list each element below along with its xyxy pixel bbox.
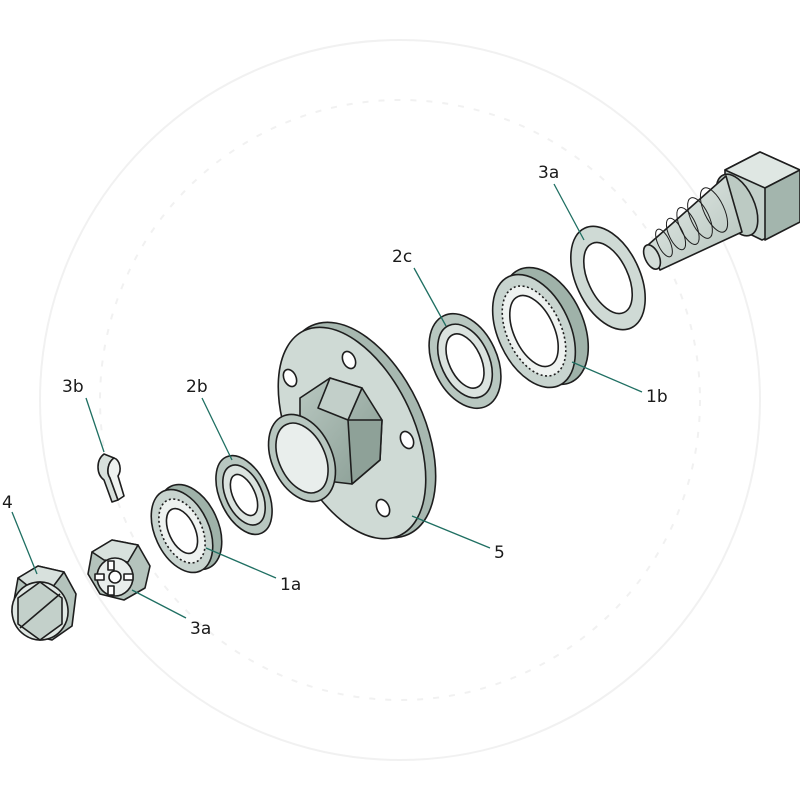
callout-labels: 4 3a 3b 1a 2b 5 2c 1b 3a <box>2 163 668 639</box>
leader-2b <box>201 397 233 461</box>
leader-lines <box>11 183 643 619</box>
leader-3b <box>85 397 105 453</box>
bearing-inner <box>491 266 590 389</box>
label-nut: 4 <box>2 493 13 513</box>
leader-3a-castle <box>131 589 187 619</box>
label-castle-nut: 3a <box>190 619 211 639</box>
leader-4 <box>11 511 38 575</box>
leader-1b <box>571 361 643 393</box>
label-hub: 5 <box>494 543 505 563</box>
leader-2c <box>413 267 447 327</box>
hub-nut <box>11 565 77 641</box>
castle-nut <box>87 539 151 601</box>
washer-right <box>570 225 646 331</box>
seal-outer <box>215 454 273 536</box>
seal-inner <box>428 312 502 410</box>
label-bearing-outer: 1a <box>280 575 301 595</box>
label-bearing-inner: 1b <box>646 387 668 407</box>
leader-5 <box>411 515 491 549</box>
cotter-pin <box>97 453 125 503</box>
label-seal-outer: 2b <box>186 377 208 397</box>
label-washer: 3a <box>538 163 559 183</box>
bearing-outer <box>150 483 223 574</box>
label-cotter-pin: 3b <box>62 377 84 397</box>
leader-1a <box>205 547 277 579</box>
leader-3a-washer <box>553 183 585 241</box>
background-rings <box>39 39 761 761</box>
wheel-hub <box>267 321 437 540</box>
spindle-shaft <box>642 151 800 271</box>
label-seal-inner: 2c <box>392 247 412 267</box>
